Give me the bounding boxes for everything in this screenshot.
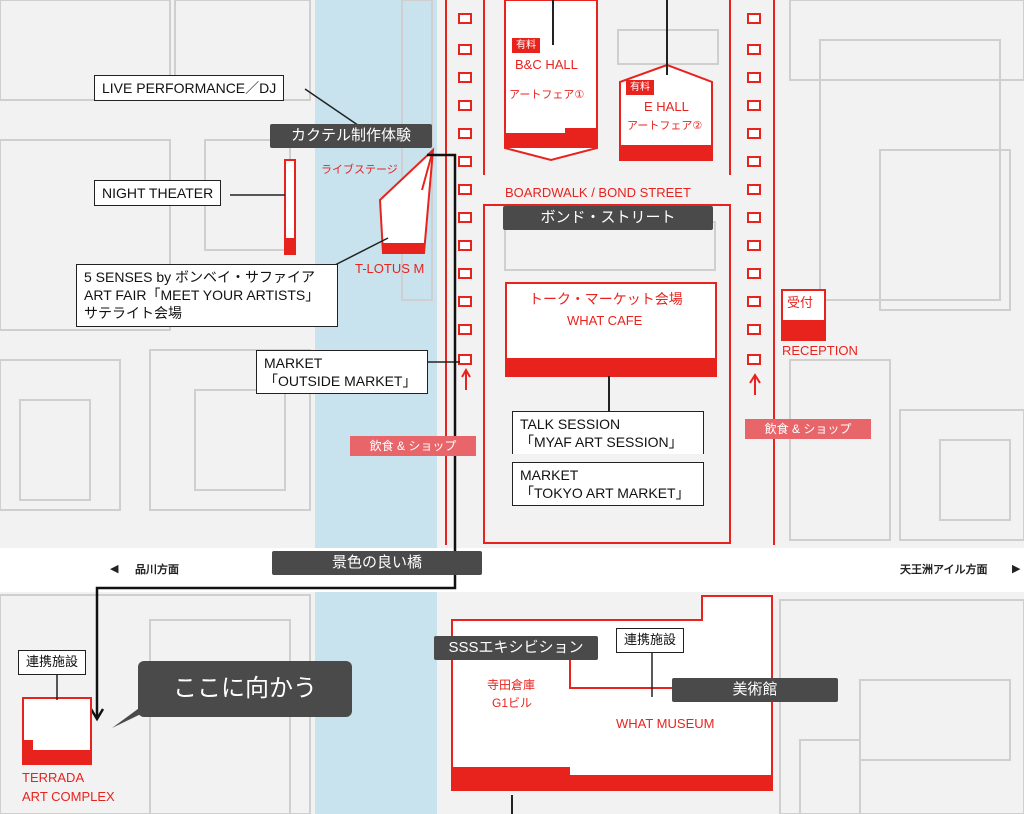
- walkway-lines: [445, 0, 775, 545]
- what-cafe-title: トーク・マーケット会場: [529, 291, 683, 307]
- g1-line-2: G1ビル: [492, 696, 533, 710]
- destination-label: ここに向かう: [138, 661, 352, 717]
- tokyo-market-callout[interactable]: MARKET 「TOKYO ART MARKET」: [512, 462, 704, 507]
- terrada-building: [22, 697, 92, 765]
- route-path: [95, 153, 457, 717]
- e-hall-sub: アートフェア②: [627, 120, 703, 132]
- main-road: [0, 548, 1024, 592]
- what-cafe-name[interactable]: WHAT CAFE: [567, 313, 643, 328]
- food-shop-right: 飲食 & ショップ: [745, 419, 871, 439]
- five-senses-line-2: ART FAIR「MEET YOUR ARTISTS」: [84, 287, 320, 304]
- renkei-callout-left[interactable]: 連携施設: [18, 650, 87, 675]
- e-hall-paid-tag: 有料: [626, 80, 654, 95]
- night-theater-callout[interactable]: NIGHT THEATER: [94, 180, 222, 207]
- outside-market-line-2: 「OUTSIDE MARKET」: [264, 373, 417, 390]
- bc-hall-paid-tag: 有料: [512, 38, 540, 53]
- t-lotus-m-building: [378, 147, 435, 254]
- live-performance-callout[interactable]: LIVE PERFORMANCE／DJ: [94, 75, 285, 102]
- outside-market-line-1: MARKET: [264, 355, 323, 371]
- terrada-line-1: TERRADA: [22, 770, 85, 785]
- food-shop-left: 飲食 & ショップ: [350, 436, 476, 456]
- t-lotus-m-label: T-LOTUS M: [355, 261, 425, 276]
- bc-hall: [504, 0, 598, 162]
- tokyo-market-line-2: 「TOKYO ART MARKET」: [520, 485, 690, 502]
- reception-label[interactable]: RECEPTION: [782, 343, 858, 358]
- cocktail-label: カクテル制作体験: [270, 124, 432, 148]
- reception-tag: 受付: [787, 295, 814, 310]
- what-museum-label[interactable]: WHAT MUSEUM: [616, 716, 715, 731]
- renkei-callout-right[interactable]: 連携施設: [616, 628, 685, 653]
- talk-session-line-2: 「MYAF ART SESSION」: [520, 434, 683, 451]
- five-senses-callout[interactable]: 5 SENSES by ボンベイ・サファイア ART FAIR「MEET YOU…: [76, 264, 338, 327]
- direction-left-label: 品川方面: [135, 564, 179, 576]
- terrada-line-2: ART COMPLEX: [22, 789, 115, 804]
- live-stage-label: ライブステージ: [321, 164, 398, 176]
- walkway-markers: [458, 13, 761, 365]
- talk-session-line-1: TALK SESSION: [520, 416, 621, 432]
- direction-right-arrow: ▶: [1012, 563, 1021, 575]
- bijutsukan-label: 美術館: [672, 678, 838, 702]
- talk-session-callout[interactable]: TALK SESSION 「MYAF ART SESSION」: [512, 411, 704, 455]
- outside-market-callout[interactable]: MARKET 「OUTSIDE MARKET」: [256, 350, 428, 395]
- five-senses-line-1: 5 SENSES by ボンベイ・サファイア: [84, 269, 316, 285]
- tokyo-market-line-1: MARKET: [520, 467, 579, 483]
- five-senses-line-3: サテライト会場: [84, 305, 182, 322]
- direction-right-label: 天王洲アイル方面: [900, 564, 988, 576]
- direction-left-arrow: ◀: [110, 563, 119, 575]
- bridge-label: 景色の良い橋: [272, 551, 482, 575]
- what-cafe-building: [505, 282, 717, 377]
- bc-hall-sub: アートフェア①: [509, 89, 585, 101]
- g1-line-1: 寺田倉庫: [487, 678, 536, 692]
- boardwalk-street-label: BOARDWALK / BOND STREET: [505, 185, 691, 200]
- bc-hall-name[interactable]: B&C HALL: [515, 57, 578, 72]
- sss-exhibition-label: SSSエキシビション: [434, 636, 598, 660]
- e-hall-name[interactable]: E HALL: [644, 99, 689, 114]
- bond-street-label: ボンド・ストリート: [503, 206, 713, 230]
